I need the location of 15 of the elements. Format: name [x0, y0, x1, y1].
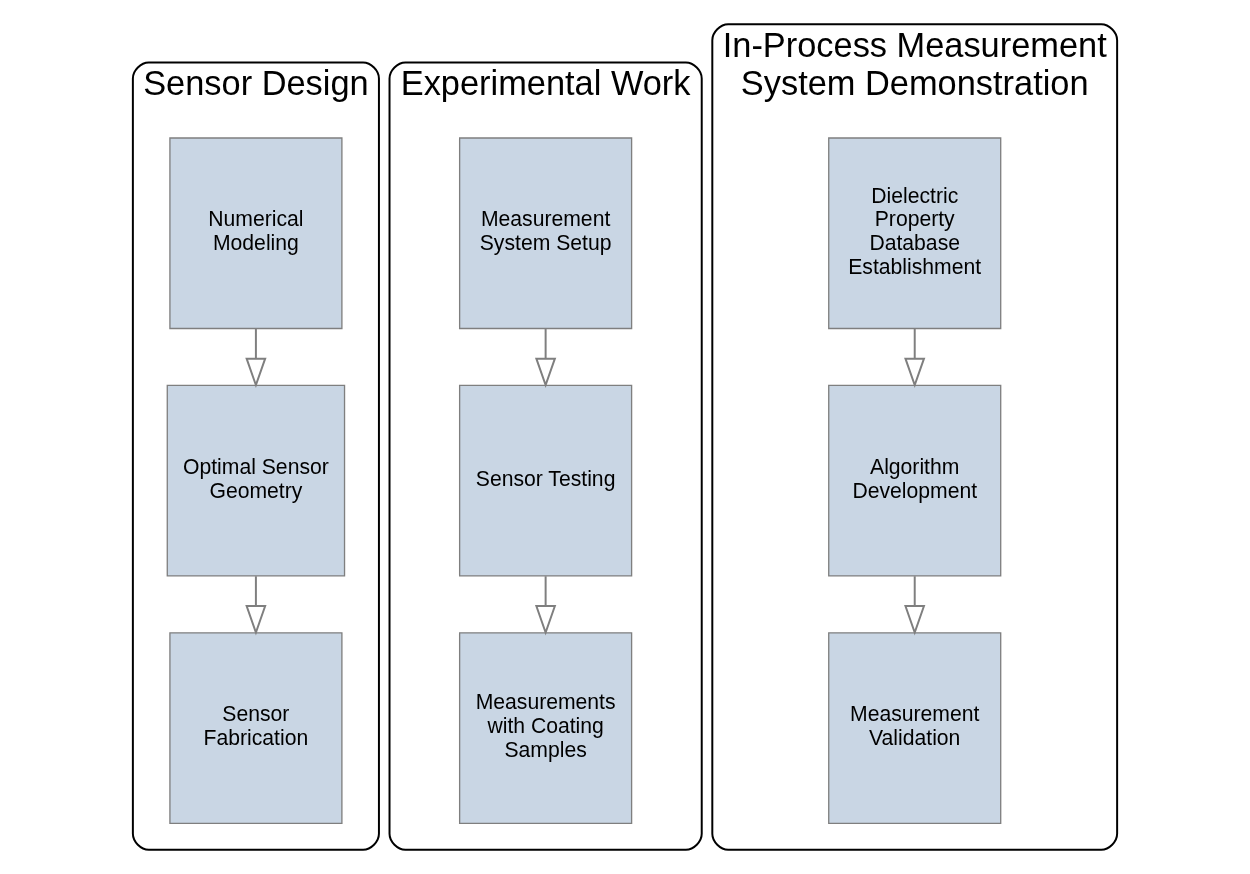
arrow — [534, 575, 557, 636]
arrow — [245, 575, 267, 636]
arrow — [245, 327, 267, 389]
node-box: Numerical Modeling — [169, 137, 343, 330]
node-box: Optimal Sensor Geometry — [166, 384, 346, 577]
node-box: Measurement Validation — [828, 632, 1002, 824]
node-box: Algorithm Development — [828, 384, 1002, 577]
node-box: Measurement System Setup — [458, 137, 633, 330]
arrow — [534, 327, 557, 389]
arrow — [904, 327, 926, 389]
node-box: Dielectric Property Database Establishment — [828, 137, 1002, 330]
arrow — [904, 575, 926, 636]
node-box: Measurements with Coating Samples — [458, 632, 633, 824]
node-box: Sensor Fabrication — [169, 632, 343, 824]
node-box: Sensor Testing — [458, 384, 633, 577]
